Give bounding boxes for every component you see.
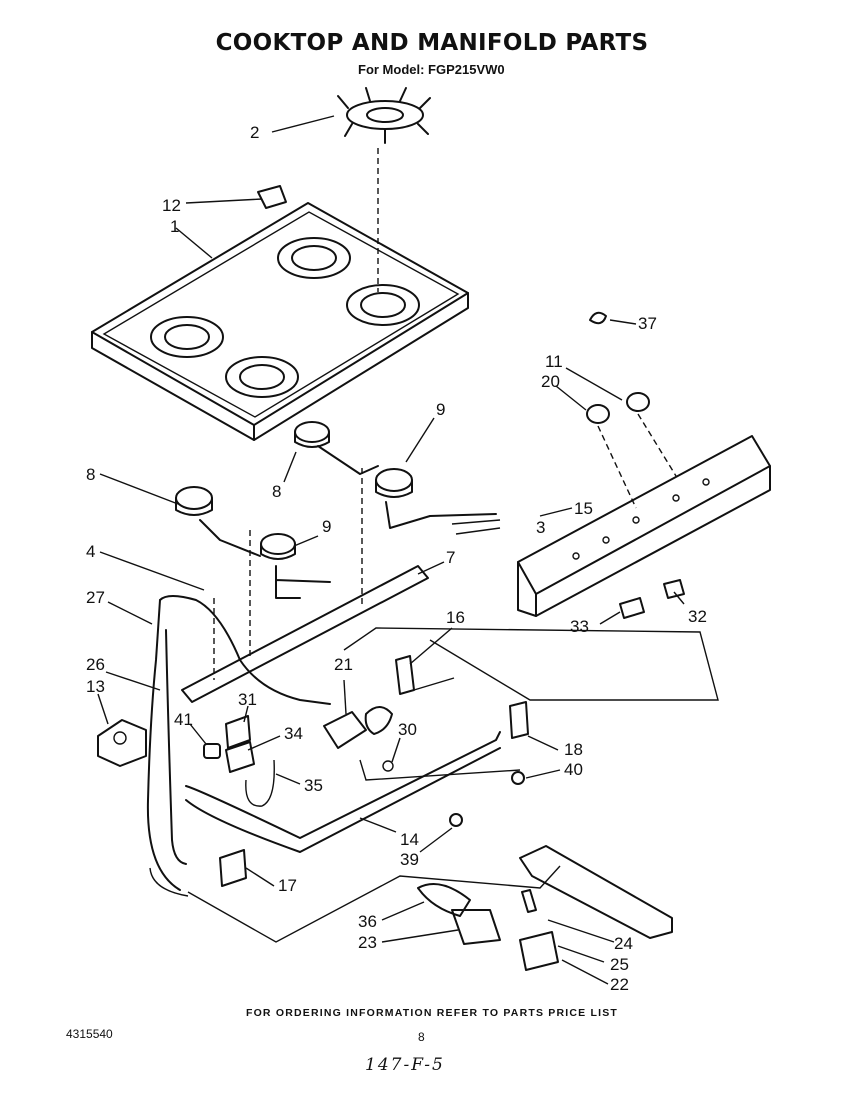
callout-11: 11 <box>545 352 563 371</box>
igniter-coil <box>364 706 393 735</box>
panel-clip-32 <box>663 579 685 599</box>
page-number: 8 <box>418 1030 425 1044</box>
callout-9-upper: 9 <box>436 400 446 419</box>
callout-34: 34 <box>284 724 303 743</box>
callout-18: 18 <box>564 740 583 759</box>
manifold-rail <box>185 731 501 839</box>
document-number: 4315540 <box>66 1027 113 1041</box>
pressure-regulator <box>97 719 147 767</box>
callout-8-upper: 8 <box>272 482 282 501</box>
callout-36: 36 <box>358 912 377 931</box>
callout-14: 14 <box>400 830 419 849</box>
callout-40: 40 <box>564 760 583 779</box>
oven-igniter <box>519 931 559 971</box>
callout-8-lower: 8 <box>86 465 96 484</box>
page-title: COOKTOP AND MANIFOLD PARTS <box>215 30 649 56</box>
fitting <box>203 743 221 759</box>
callout-12: 12 <box>162 196 181 215</box>
gas-line-26 <box>146 599 181 891</box>
callout-39: 39 <box>400 850 419 869</box>
callout-16: 16 <box>446 608 465 627</box>
gas-line <box>159 595 331 705</box>
oven-burner <box>519 845 673 939</box>
callout-31: 31 <box>238 690 257 709</box>
screw-39 <box>449 813 463 827</box>
callout-30: 30 <box>398 720 417 739</box>
control-knob <box>626 392 650 412</box>
callout-4: 4 <box>86 542 96 561</box>
valve-switch <box>395 655 415 695</box>
callout-1: 1 <box>170 217 180 236</box>
model-subtitle: For Model: FGP215VW0 <box>358 62 505 77</box>
oven-bracket <box>417 883 471 917</box>
handwritten-note: 147-F-5 <box>365 1055 445 1075</box>
callout-25: 25 <box>610 955 629 974</box>
callout-37: 37 <box>638 314 657 333</box>
burner-lower-right <box>260 533 331 599</box>
oven-valve <box>451 909 501 945</box>
callout-21: 21 <box>334 655 353 674</box>
callout-9-lower: 9 <box>322 517 332 536</box>
rail-bracket <box>509 701 529 739</box>
control-knob-2 <box>586 404 610 424</box>
callout-2: 2 <box>250 123 260 142</box>
cooktop <box>91 202 469 441</box>
callout-24: 24 <box>614 934 633 953</box>
callout-33: 33 <box>570 617 589 636</box>
burner-upper-left <box>294 421 379 475</box>
burner-support-bar <box>181 565 429 703</box>
callout-35: 35 <box>304 776 323 795</box>
callout-13: 13 <box>86 677 105 696</box>
callout-41: 41 <box>174 710 193 729</box>
callout-22: 22 <box>610 975 629 994</box>
callout-32: 32 <box>688 607 707 626</box>
clip <box>589 311 607 325</box>
callout-26: 26 <box>86 655 105 674</box>
burner-lower-left <box>175 486 261 557</box>
callout-3: 3 <box>536 518 546 537</box>
valve-body <box>323 711 367 749</box>
spark-module <box>225 741 255 773</box>
panel-clip-33 <box>619 597 645 619</box>
lower-bracket <box>219 849 247 887</box>
ignitor-bracket <box>225 715 251 749</box>
callout-27: 27 <box>86 588 105 607</box>
callout-17: 17 <box>278 876 297 895</box>
burner-grate <box>337 87 431 144</box>
callout-15: 15 <box>574 499 593 518</box>
screw-40 <box>511 771 525 785</box>
ordering-note: FOR ORDERING INFORMATION REFER TO PARTS … <box>245 1007 619 1019</box>
manifold-panel <box>517 435 771 617</box>
callout-20: 20 <box>541 372 560 391</box>
cooktop-bracket <box>257 185 287 209</box>
callout-23: 23 <box>358 933 377 952</box>
burner-upper-right <box>375 468 497 529</box>
callout-7: 7 <box>446 548 456 567</box>
